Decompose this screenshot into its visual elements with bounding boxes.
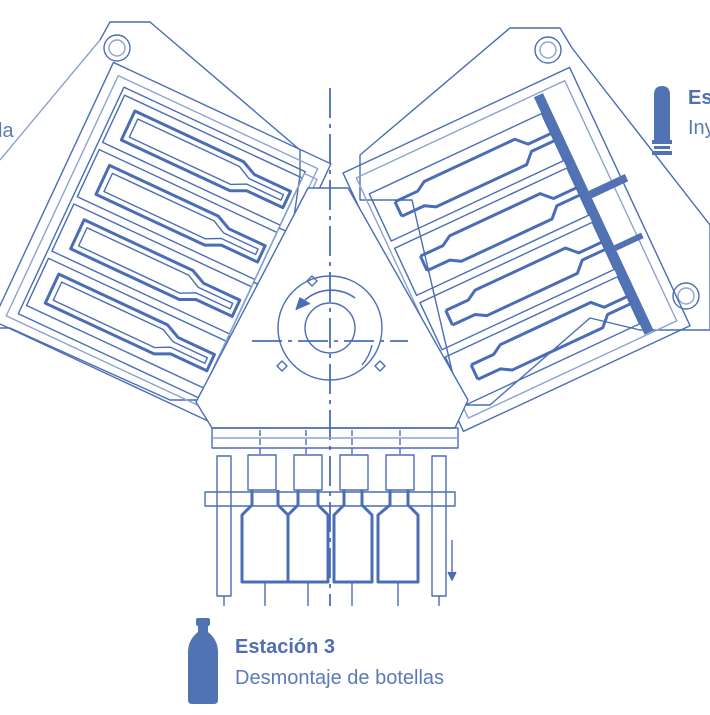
down-arrow-icon (447, 571, 457, 581)
stripper-beam (204, 491, 456, 507)
stripped-bottle-2 (286, 430, 330, 606)
right-preform-1 (368, 112, 565, 242)
stripped-bottle-4 (376, 430, 420, 606)
injection-manifold (533, 93, 654, 335)
preform-icon (652, 86, 672, 155)
station-3-title: Estación 3 (235, 636, 336, 658)
bottom-stripping-station (204, 427, 459, 606)
right-preform-4 (444, 276, 641, 405)
station-2-title: Es (688, 87, 710, 109)
right-preform-3 (419, 221, 615, 351)
station-3-subtitle: Desmontaje de botellas (235, 667, 445, 689)
left-cavity-3 (51, 203, 253, 335)
right-mold-block (342, 27, 710, 433)
station-1-label-fragment: la (0, 120, 14, 142)
left-cavity-2 (76, 148, 278, 281)
bottle-icon (188, 618, 218, 704)
right-mount-hole (534, 36, 562, 64)
right-housing-outline (359, 27, 710, 406)
left-housing-outline (0, 21, 301, 401)
right-preform-2 (393, 167, 590, 297)
stripped-bottle-1 (240, 430, 290, 606)
right-mount-hole-2 (672, 282, 700, 310)
left-cavity-4 (25, 257, 227, 389)
left-mount-hole (103, 34, 131, 62)
stripped-bottle-3 (332, 430, 374, 606)
station-2-subtitle: Iny (688, 117, 710, 139)
